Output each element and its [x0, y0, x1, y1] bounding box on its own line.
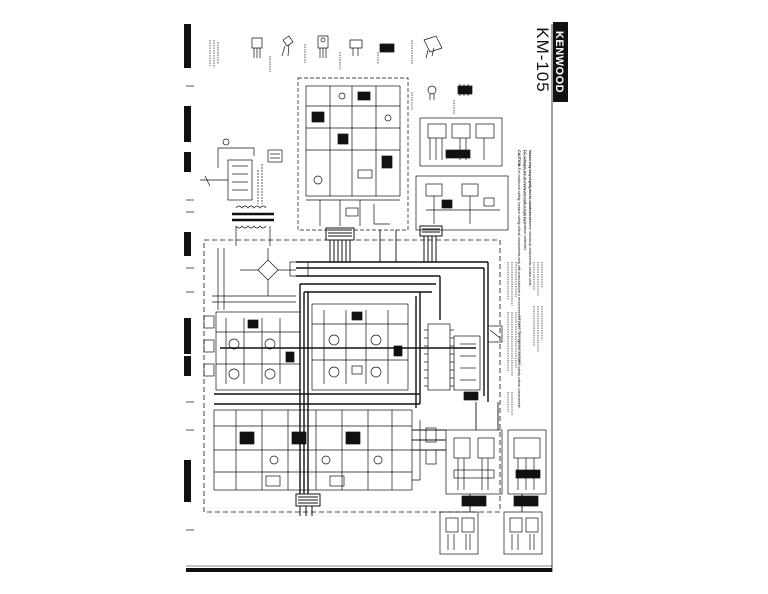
interconnect-wires — [379, 230, 523, 512]
control-ic-block — [424, 323, 503, 401]
power-amp-right — [311, 303, 409, 391]
brand-box — [553, 22, 568, 102]
component-legend — [251, 35, 473, 100]
transistor-to92-icon — [251, 37, 263, 58]
transistor-small-icon-2 — [427, 85, 437, 100]
transistor-small-icon — [281, 35, 294, 57]
pcb-top-right — [415, 117, 509, 231]
note-1: DC voltages are as measured with a high … — [523, 150, 527, 251]
preamp-lower — [213, 409, 437, 491]
power-input-section — [200, 138, 283, 204]
registration-marks — [184, 24, 191, 502]
power-amp-left — [203, 311, 301, 391]
brand-label: KENWOOD — [553, 31, 565, 93]
regulator-icon — [349, 39, 363, 56]
power-transformer — [232, 205, 274, 246]
edge-ticks — [186, 85, 194, 531]
bottom-border — [186, 565, 552, 572]
part-label-strips — [209, 40, 455, 114]
pcb-bottom-right — [445, 429, 547, 507]
diode-bridge-icon — [379, 43, 395, 53]
ic-package-icon — [423, 35, 443, 59]
caution-title: CAUTION: — [517, 150, 521, 168]
pcb-top-center — [297, 77, 409, 231]
dip-ic-icon — [457, 84, 473, 96]
title-block: KENWOOD KM-105 — [533, 22, 568, 102]
transistor-to126-icon — [317, 35, 329, 58]
model-label: KM-105 — [533, 27, 552, 93]
speaker-terminal-boards — [439, 511, 543, 555]
parts-list-right — [507, 150, 543, 416]
connector-bottom — [295, 493, 321, 516]
caution-body: For continued safety, replace safety cri… — [517, 168, 521, 409]
